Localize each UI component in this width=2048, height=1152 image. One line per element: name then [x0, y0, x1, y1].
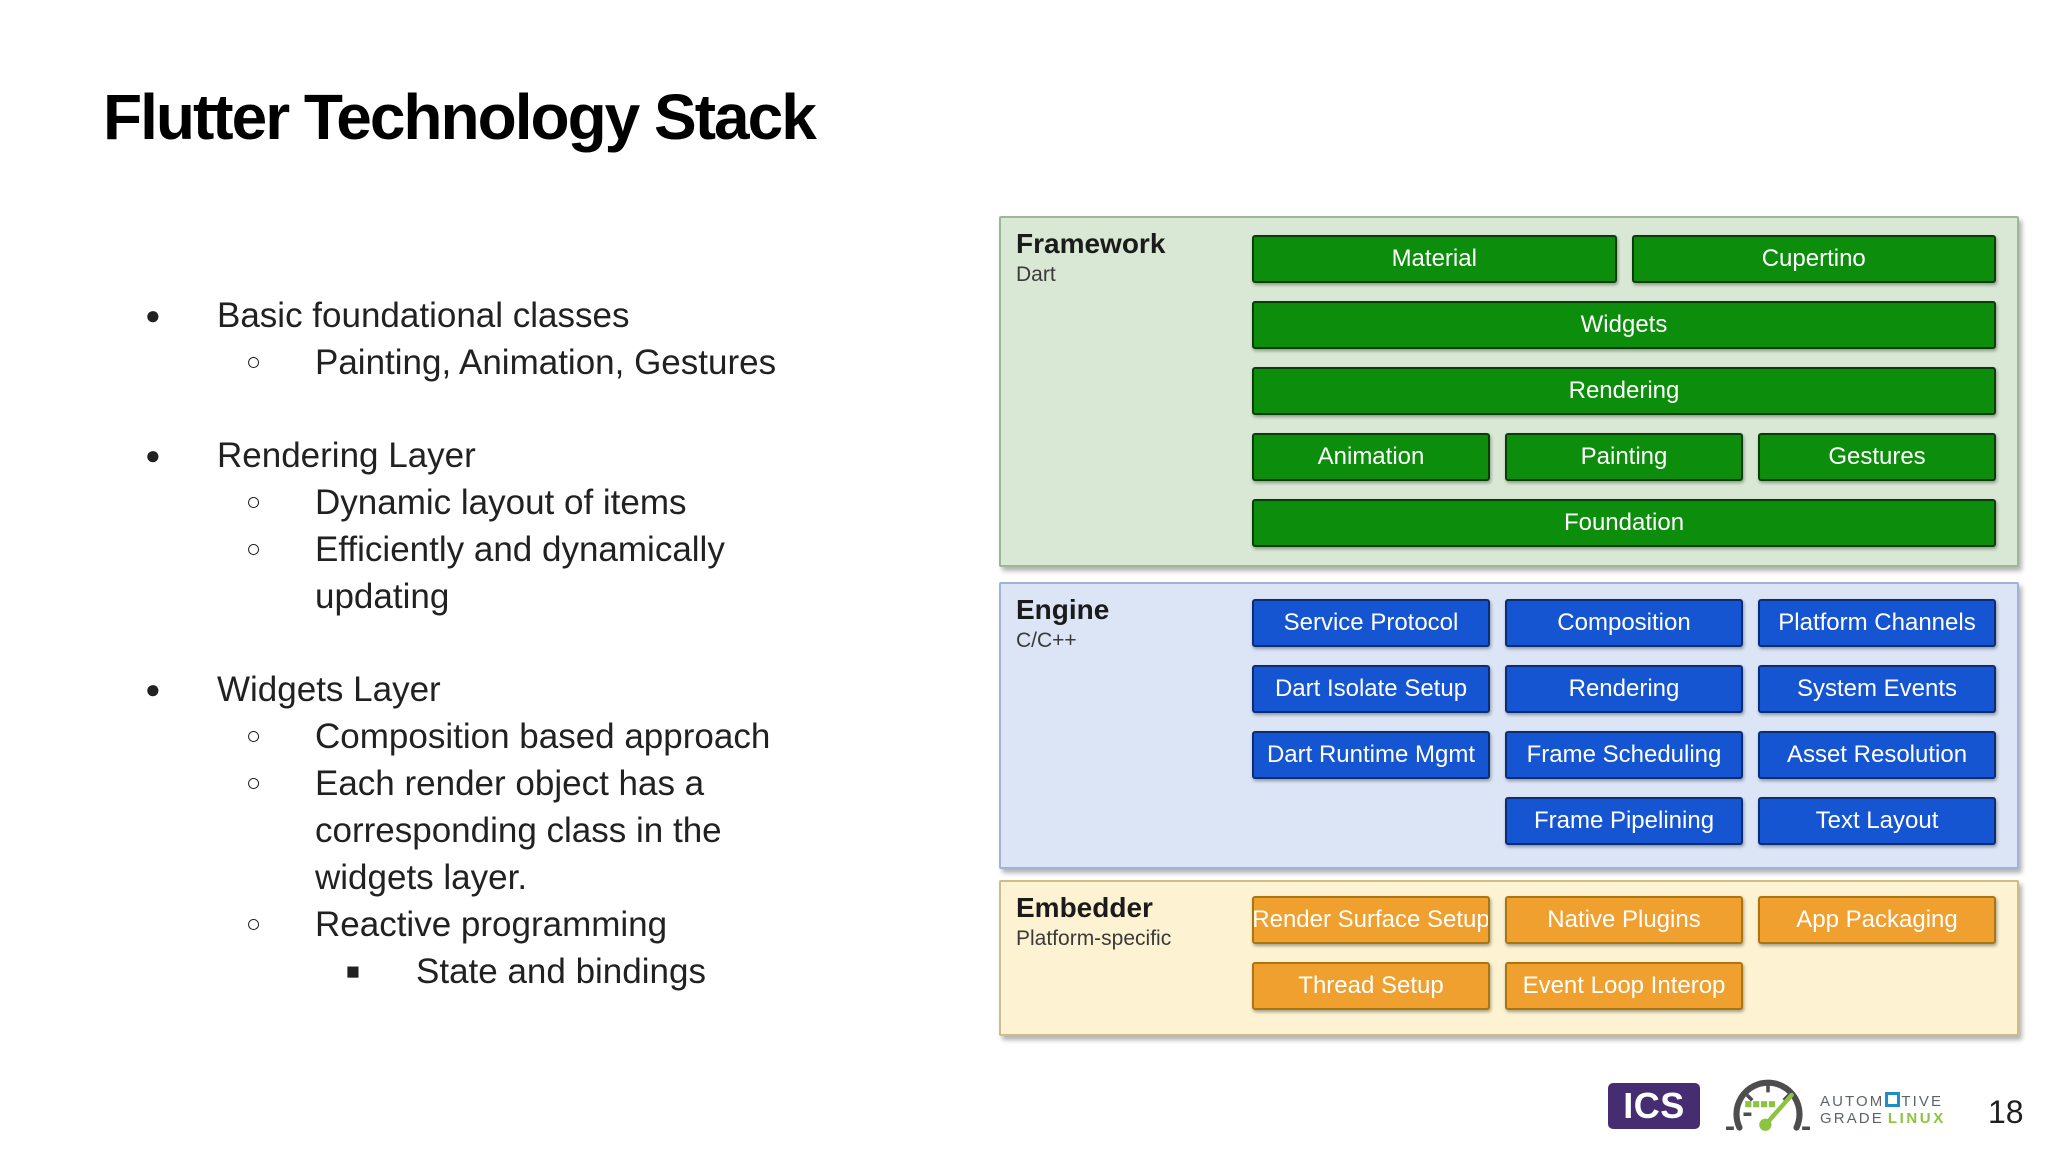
- engine-layer: Engine C/C++ Service Protocol Compositio…: [999, 582, 2019, 869]
- disc-bullet-icon: [145, 432, 217, 479]
- block-event-loop-interop: Event Loop Interop: [1505, 962, 1743, 1010]
- ics-logo-text: ICS: [1623, 1085, 1685, 1126]
- agl-gauge-icon: [1726, 1079, 1810, 1131]
- page-title: Flutter Technology Stack: [103, 81, 817, 153]
- block-text-layout: Text Layout: [1758, 797, 1996, 845]
- list-item: Widgets Layer: [145, 666, 835, 713]
- list-item: Painting, Animation, Gestures: [246, 339, 835, 386]
- square-bullet-icon: [346, 948, 416, 995]
- agl-square-o-icon: [1885, 1092, 1901, 1107]
- circle-bullet-icon: [246, 479, 315, 526]
- list-item: Composition based approach: [246, 713, 835, 760]
- bullet-list: Basic foundational classes Painting, Ani…: [145, 292, 835, 995]
- list-item: Rendering Layer: [145, 432, 835, 479]
- framework-label: Framework Dart: [1016, 228, 1166, 286]
- circle-bullet-icon: [246, 901, 315, 948]
- circle-bullet-icon: [246, 713, 315, 760]
- engine-label: Engine C/C++: [1016, 594, 1110, 652]
- circle-bullet-icon: [246, 760, 315, 807]
- block-service-protocol: Service Protocol: [1252, 599, 1490, 647]
- embedder-layer: Embedder Platform-specific Render Surfac…: [999, 880, 2019, 1036]
- framework-blocks: Material Cupertino Widgets Rendering Ani…: [1252, 235, 1996, 547]
- list-item: State and bindings: [346, 948, 835, 995]
- block-foundation: Foundation: [1252, 499, 1996, 547]
- block-rendering-framework: Rendering: [1252, 367, 1996, 415]
- block-painting: Painting: [1505, 433, 1743, 481]
- block-composition: Composition: [1505, 599, 1743, 647]
- block-widgets: Widgets: [1252, 301, 1996, 349]
- list-item: Each render object has a corresponding c…: [246, 760, 835, 901]
- block-dart-isolate-setup: Dart Isolate Setup: [1252, 665, 1490, 713]
- block-cupertino: Cupertino: [1631, 235, 1996, 283]
- framework-layer: Framework Dart Material Cupertino Widget…: [999, 216, 2019, 567]
- block-asset-resolution: Asset Resolution: [1758, 731, 1996, 779]
- embedder-label: Embedder Platform-specific: [1016, 892, 1172, 950]
- engine-blocks: Service Protocol Composition Platform Ch…: [1252, 599, 1996, 845]
- block-material: Material: [1252, 235, 1617, 283]
- circle-bullet-icon: [246, 339, 315, 386]
- page-number: 18: [1988, 1094, 2024, 1130]
- disc-bullet-icon: [145, 666, 217, 713]
- block-rendering-engine: Rendering: [1505, 665, 1743, 713]
- block-render-surface-setup: Render Surface Setup: [1252, 896, 1490, 944]
- block-platform-channels: Platform Channels: [1758, 599, 1996, 647]
- embedder-blocks: Render Surface Setup Native Plugins App …: [1252, 896, 1996, 1010]
- agl-text-autom: AUTOM: [1820, 1093, 1885, 1110]
- list-item: Reactive programming: [246, 901, 835, 948]
- block-frame-scheduling: Frame Scheduling: [1505, 731, 1743, 779]
- block-animation: Animation: [1252, 433, 1490, 481]
- list-item: Efficiently and dynamically updating: [246, 526, 835, 620]
- agl-text-grade: GRADE: [1820, 1110, 1884, 1127]
- disc-bullet-icon: [145, 292, 217, 339]
- ics-logo: ICS: [1608, 1083, 1700, 1129]
- block-thread-setup: Thread Setup: [1252, 962, 1490, 1010]
- block-gestures: Gestures: [1758, 433, 1996, 481]
- block-dart-runtime-mgmt: Dart Runtime Mgmt: [1252, 731, 1490, 779]
- circle-bullet-icon: [246, 526, 315, 573]
- list-item: Dynamic layout of items: [246, 479, 835, 526]
- block-native-plugins: Native Plugins: [1505, 896, 1743, 944]
- agl-text-linux: LINUX: [1887, 1110, 1946, 1127]
- block-app-packaging: App Packaging: [1758, 896, 1996, 944]
- block-frame-pipelining: Frame Pipelining: [1505, 797, 1743, 845]
- agl-text-tive: TIVE: [1901, 1093, 1944, 1110]
- list-item: Basic foundational classes: [145, 292, 835, 339]
- block-system-events: System Events: [1758, 665, 1996, 713]
